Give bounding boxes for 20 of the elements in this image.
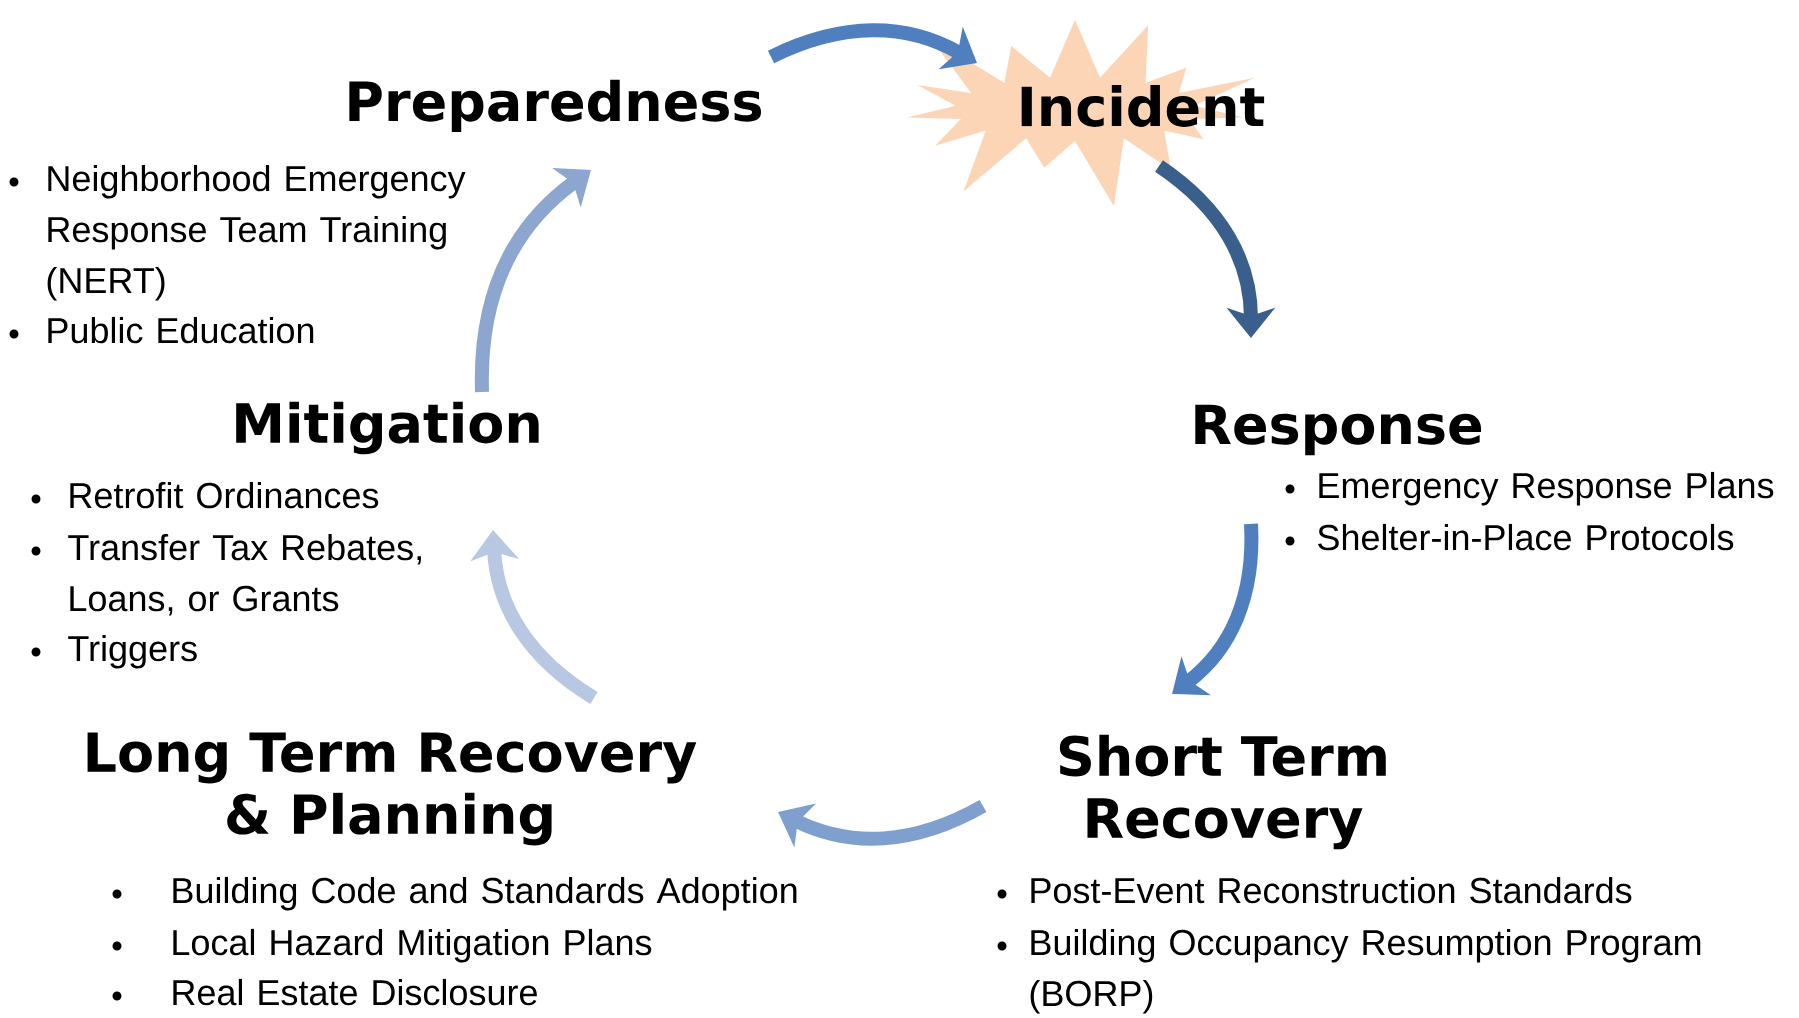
phase-heading: Short Term Recovery (1059, 734, 1386, 850)
bullet-text: Emergency Response Plans (1319, 471, 1774, 506)
bullet-text: Triggers (68, 634, 197, 669)
phase-heading: Mitigation (236, 401, 539, 455)
bullet-text: Local Hazard Mitigation Plans (173, 928, 652, 963)
bullet-text: Building Occupancy Resumption Program (BORP) (1030, 928, 1701, 1014)
bullet-text: Real Estate Disclosure (173, 978, 537, 1006)
phase-heading: Response (1195, 404, 1482, 456)
bullet-text: Post-Event Reconstruction Standards (1031, 876, 1632, 904)
curved-arrow (1172, 523, 1259, 696)
curved-arrow (475, 167, 591, 392)
bullet-text: Public Education (48, 316, 314, 344)
phase-heading: Preparedness (349, 79, 761, 133)
bullet-text: Retrofit Ordinances (70, 481, 379, 509)
phase-heading: Incident (1021, 85, 1265, 127)
bullet-text: Neighborhood Emergency Response Team Training (NERT) (47, 164, 466, 301)
bullet-text: Transfer Tax Rebates, Loans, or Grants (68, 533, 421, 616)
bullet-text: Building Code and Standards Adoption (173, 876, 797, 911)
phase-heading: Long Term Recovery & Planning (87, 732, 697, 846)
bullet-text: Shelter-in-Place Protocols (1318, 523, 1734, 551)
